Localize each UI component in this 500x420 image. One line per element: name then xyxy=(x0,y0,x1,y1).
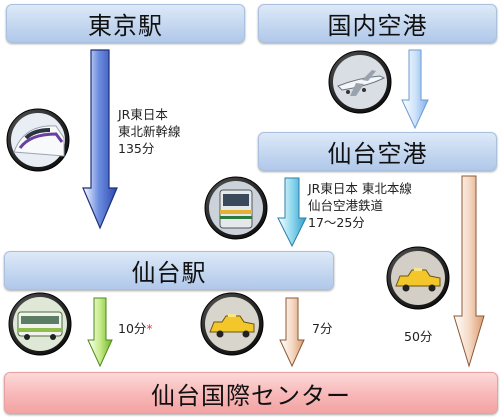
airplane-icon xyxy=(328,50,392,114)
node-label: 仙台空港 xyxy=(327,140,428,168)
note-mark: * xyxy=(146,321,153,336)
node-sendai-station: 仙台駅 xyxy=(4,251,334,290)
taxi-time: 50分 xyxy=(404,329,433,344)
route-label-taxi-station: 7分 xyxy=(312,320,332,337)
node-tokyo-station: 東京駅 xyxy=(6,4,245,43)
route-line: JR東日本 xyxy=(118,107,168,122)
arrow-tokyo-to-sendai xyxy=(82,49,118,230)
arrow-taxi-to-center xyxy=(279,297,305,368)
node-label: 東京駅 xyxy=(88,12,163,40)
train-icon xyxy=(204,176,268,240)
bus-time: 10分 xyxy=(118,321,147,336)
route-label-airport-station: JR東日本 東北本線 仙台空港鉄道 17〜25分 xyxy=(308,180,412,231)
route-line: 仙台空港鉄道 xyxy=(308,198,384,213)
route-line: 17〜25分 xyxy=(308,215,365,230)
node-domestic-airport: 国内空港 xyxy=(258,4,497,43)
route-label-tokyo-sendai: JR東日本 東北新幹線 135分 xyxy=(118,106,181,157)
arrow-airport-to-center xyxy=(453,175,485,368)
node-sendai-international-center: 仙台国際センター xyxy=(4,372,498,414)
route-label-bus: 10分* xyxy=(118,320,153,337)
taxi-time: 7分 xyxy=(312,321,333,336)
arrow-bus-to-center xyxy=(87,297,113,368)
taxi-icon xyxy=(200,292,264,356)
node-label: 国内空港 xyxy=(327,12,428,40)
node-sendai-airport: 仙台空港 xyxy=(258,132,497,171)
bus-icon xyxy=(8,292,72,356)
route-line: 135分 xyxy=(118,141,155,156)
taxi-icon xyxy=(386,246,450,310)
arrow-domestic-to-sendai-airport xyxy=(401,49,429,130)
route-line: 東北新幹線 xyxy=(118,124,181,139)
shinkansen-icon xyxy=(6,108,70,172)
node-label: 仙台駅 xyxy=(131,259,207,287)
arrow-airport-to-station xyxy=(277,177,307,248)
route-line: JR東日本 東北本線 xyxy=(308,181,412,196)
node-label: 仙台国際センター xyxy=(151,381,351,410)
route-label-taxi-airport: 50分 xyxy=(404,328,432,345)
